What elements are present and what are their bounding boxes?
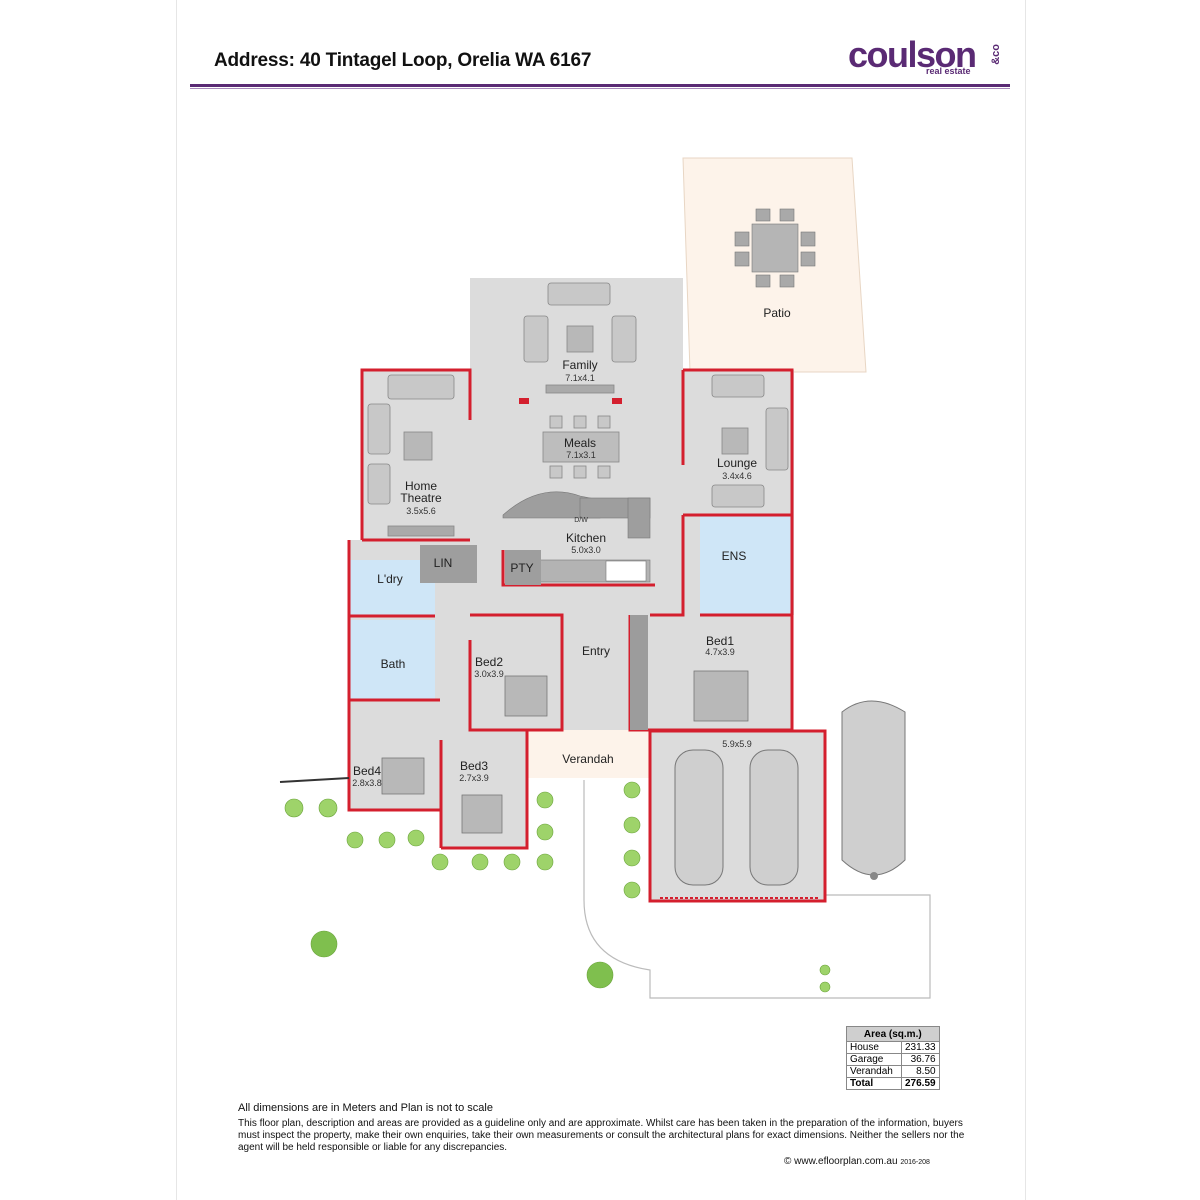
home-theatre-dimensions: 3.5x5.6 <box>406 506 436 516</box>
laundry-label: L'dry <box>377 572 403 586</box>
linen-label: LIN <box>434 556 453 570</box>
wall-columns <box>519 398 648 730</box>
area-row-label: Garage <box>846 1053 902 1066</box>
area-row-value: 231.33 <box>901 1041 940 1054</box>
theatre-furniture <box>367 374 455 537</box>
scale-note: All dimensions are in Meters and Plan is… <box>238 1102 493 1114</box>
bed1-dimensions: 4.7x3.9 <box>705 647 735 657</box>
area-row-label: House <box>846 1041 902 1054</box>
bed3-label: Bed3 <box>460 759 488 773</box>
verandah-area <box>528 730 650 778</box>
home-theatre-label-line1: Home <box>405 479 437 493</box>
bath-label: Bath <box>381 657 406 671</box>
bed2-dimensions: 3.0x3.9 <box>474 669 504 679</box>
agency-logo[interactable]: coulson <box>848 34 977 75</box>
meals-label: Meals <box>564 436 596 450</box>
credit-link[interactable]: © www.efloorplan.com.au <box>784 1156 898 1167</box>
lounge-furniture <box>711 374 789 508</box>
garage-dimensions: 5.9x5.9 <box>722 739 752 749</box>
area-row-value: 36.76 <box>901 1053 940 1066</box>
patio-label: Patio <box>763 306 791 320</box>
pantry-label: PTY <box>510 561 533 575</box>
kitchen-dimensions: 5.0x3.0 <box>571 545 601 555</box>
area-total-value: 276.59 <box>901 1077 940 1090</box>
bed4-label: Bed4 <box>353 764 381 778</box>
family-dimensions: 7.1x4.1 <box>565 373 595 383</box>
area-total-label: Total <box>846 1077 902 1090</box>
dishwasher-label: D/W <box>574 517 588 524</box>
lounge-dimensions: 3.4x4.6 <box>722 471 752 481</box>
pantry <box>505 550 541 585</box>
room-labels: Family 7.1x4.1 Meals 7.1x3.1 Lounge 3.4x… <box>352 306 791 788</box>
lounge-label: Lounge <box>717 456 757 470</box>
area-table-title: Area (sq.m.) <box>846 1026 940 1042</box>
kitchen-bench <box>502 491 651 583</box>
meals-dimensions: 7.1x3.1 <box>566 450 596 460</box>
header-divider <box>190 84 1010 87</box>
meals-table-icon <box>542 415 620 479</box>
boat-motor-icon <box>870 872 878 880</box>
verandah-label: Verandah <box>562 752 613 766</box>
boat-icon <box>841 700 906 876</box>
entry-label: Entry <box>582 644 610 658</box>
home-theatre-label-line2: Theatre <box>400 491 442 505</box>
ensuite-label: ENS <box>722 549 747 563</box>
credit-line: © www.efloorplan.com.au 2016-208 <box>784 1156 930 1167</box>
driveway-outline <box>583 780 931 999</box>
disclaimer-text: This floor plan, description and areas a… <box>238 1118 965 1153</box>
linen-cupboard <box>420 545 477 583</box>
kitchen-label: Kitchen <box>566 531 606 545</box>
bed2-label: Bed2 <box>475 655 503 669</box>
garage-cars <box>674 749 799 886</box>
area-row-value: 8.50 <box>901 1065 940 1078</box>
patio-table-icon <box>734 208 816 288</box>
header-divider-thin <box>190 88 1010 89</box>
area-row-label: Verandah <box>846 1065 902 1078</box>
boundary-line <box>279 777 350 783</box>
agency-logo-subtitle: real estate <box>926 66 971 76</box>
bed1-label: Bed1 <box>706 634 734 648</box>
property-address: Address: 40 Tintagel Loop, Orelia WA 616… <box>214 50 592 71</box>
garden-plants <box>284 781 831 993</box>
bed-furniture <box>381 670 749 834</box>
family-label: Family <box>562 358 597 372</box>
bed4-dimensions: 2.8x3.8 <box>352 778 382 788</box>
plan-code: 2016-208 <box>900 1159 930 1166</box>
bed3-dimensions: 2.7x3.9 <box>459 773 489 783</box>
family-furniture <box>523 282 637 394</box>
